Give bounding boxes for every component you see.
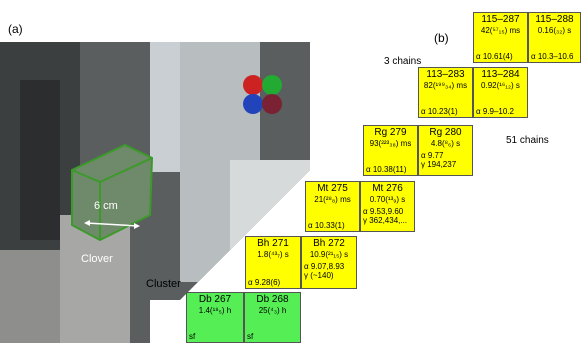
nuclide-box-mt-275: Mt 275 21(²⁸₈) ms α 10.33(1) — [305, 181, 360, 232]
nuclide-box-115-287: 115–287 42(⁵⁷₁₅) ms α 10.61(4) — [473, 12, 528, 63]
nuclide-box-db-268: Db 268 25(⁴₃) h sf — [244, 292, 301, 343]
nuclide-box-113-284: 113–284 0.92(¹⁶₁₂) s α 9.9–10.2 — [473, 67, 528, 118]
chain-count-right: 51 chains — [506, 135, 549, 146]
panel-label-b: (b) — [434, 31, 449, 45]
panel-label-a: (a) — [8, 22, 23, 36]
nuclide-box-mt-276: Mt 276 0.70(¹³₉) s α 9.53,9.60 γ 362,434… — [360, 181, 415, 232]
cluster-label: Cluster — [146, 278, 181, 290]
nuclide-box-bh-272: Bh 272 10.9(²¹₁₅) s α 9.07,8.93 γ (~140) — [301, 236, 357, 289]
size-label: 6 cm — [94, 200, 118, 212]
nuclide-box-bh-271: Bh 271 1.8(⁴³₇) s α 9.28(6) — [245, 236, 301, 289]
nuclide-box-115-288: 115–288 0.16(₃₂) s α 10.3–10.6 — [528, 12, 581, 63]
chain-count-left: 3 chains — [384, 56, 422, 67]
nuclide-box-rg-279: Rg 279 93(²²³₃₈) ms α 10.38(11) — [363, 125, 418, 176]
clover-label: Clover — [81, 253, 113, 265]
nuclide-box-rg-280: Rg 280 4.8(⁸₆) s α 9.77 γ 194,237 — [418, 125, 473, 176]
nuclide-box-db-267: Db 267 1.4(¹⁸₅) h sf — [186, 292, 244, 343]
nuclide-box-113-283: 113–283 82(¹⁹⁹₃₄) ms α 10.23(1) — [418, 67, 473, 118]
detector-cube — [71, 143, 154, 242]
